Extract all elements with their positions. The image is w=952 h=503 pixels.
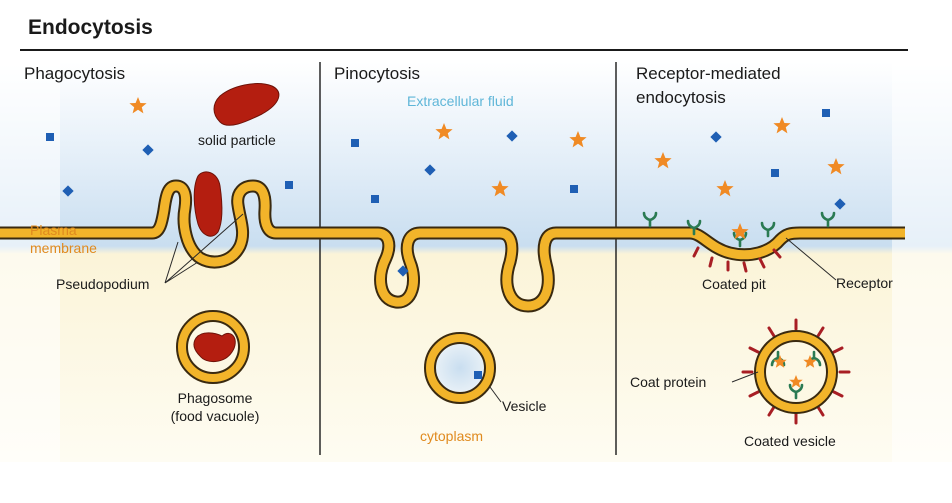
molecule-square	[46, 133, 54, 141]
plasma-membrane-label-2: membrane	[30, 240, 97, 256]
molecule-square	[371, 195, 379, 203]
molecule-square	[570, 185, 578, 193]
receptor-label: Receptor	[836, 275, 893, 291]
coated-pit-label: Coated pit	[702, 276, 766, 292]
receptor-mediated-title-2: endocytosis	[636, 88, 726, 107]
figure-title: Endocytosis	[28, 16, 153, 39]
coated-vesicle	[741, 318, 851, 425]
molecule-square	[822, 109, 830, 117]
pseudopodium-pointer	[164, 213, 244, 284]
engulfed-particle	[193, 171, 223, 237]
vesicle-pointer	[489, 386, 502, 403]
pinocytosis-membrane	[320, 226, 616, 313]
coat-protein-pointer	[731, 371, 759, 383]
molecule-square	[771, 169, 779, 177]
phagocytosis-membrane	[0, 179, 320, 269]
phagosome-label-1: Phagosome	[177, 390, 253, 406]
pit-coat-proteins	[692, 246, 782, 273]
receptor-mediated-title-1: Receptor-mediated	[636, 64, 781, 83]
receptor-pointer	[785, 237, 837, 281]
plasma-membrane-label-1: Plasma	[30, 222, 77, 238]
cytoplasm-label: cytoplasm	[420, 428, 484, 444]
molecule-square	[285, 181, 293, 189]
solid-particle-label: solid particle	[198, 132, 276, 148]
molecule-square	[474, 371, 482, 379]
phagocytosis-title: Phagocytosis	[24, 64, 126, 83]
vesicle-label: Vesicle	[502, 398, 547, 414]
pinocytosis-title: Pinocytosis	[334, 64, 420, 83]
receptor-membrane	[616, 226, 905, 262]
vesicle-coat-proteins	[741, 318, 851, 425]
phagosome-label-2: (food vacuole)	[170, 408, 260, 424]
coat-protein-label: Coat protein	[630, 374, 707, 390]
digested-particle	[193, 332, 236, 362]
extracellular-fluid-label: Extracellular fluid	[407, 93, 514, 109]
coated-vesicle-label: Coated vesicle	[744, 433, 836, 449]
pseudopodium-label: Pseudopodium	[56, 276, 150, 292]
solid-particle	[213, 83, 280, 126]
molecule-square	[351, 139, 359, 147]
